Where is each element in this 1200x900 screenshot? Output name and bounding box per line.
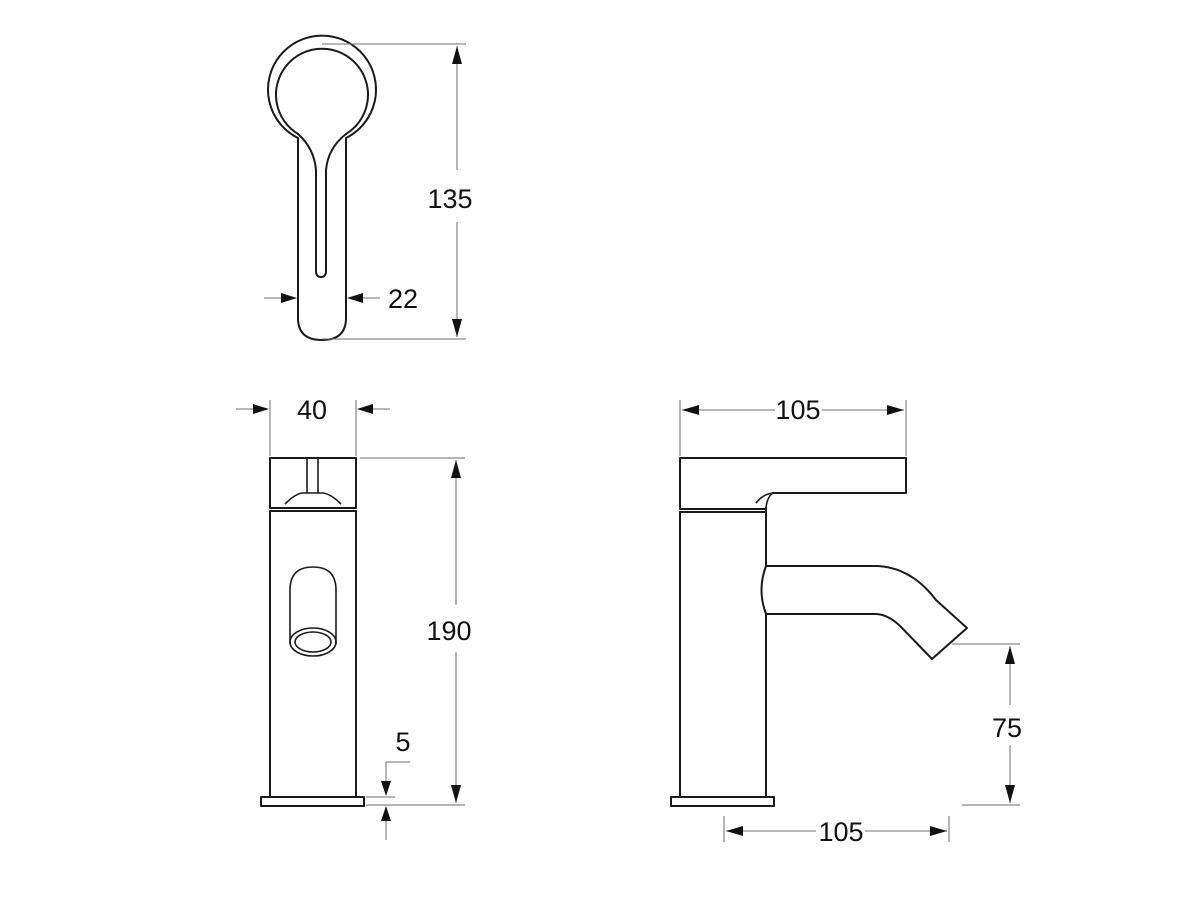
front-outlet-body — [289, 566, 337, 644]
dim-label-22: 22 — [388, 284, 418, 314]
dim-label-40: 40 — [297, 395, 327, 425]
dim-label-5: 5 — [395, 727, 410, 757]
dim-label-135: 135 — [427, 184, 472, 214]
arrow-up-icon — [1005, 646, 1015, 664]
dim-label-190: 190 — [426, 616, 471, 646]
side-base-plate — [670, 796, 775, 807]
arrow-left-icon — [347, 293, 363, 303]
arrow-right-icon — [887, 405, 904, 415]
side-handle-lever — [679, 457, 907, 509]
front-view: 40 190 5 — [236, 395, 472, 840]
arrow-up-icon — [451, 460, 461, 478]
arrow-right-icon — [253, 404, 269, 414]
side-spout — [760, 565, 968, 660]
arrow-right-icon — [930, 826, 947, 836]
top-view-inner-ring — [275, 47, 369, 135]
front-lever-base — [284, 492, 342, 505]
arrow-down-icon — [1005, 785, 1015, 803]
top-view-slot — [297, 133, 347, 278]
side-view: 105 75 105 — [670, 395, 1022, 847]
top-view-outline — [267, 34, 377, 341]
front-outlet-aerator — [294, 631, 332, 653]
top-view: 135 22 — [264, 34, 473, 341]
dim-label-105-bottom: 105 — [818, 817, 863, 847]
arrow-up-icon — [452, 46, 462, 64]
dim-label-105-top: 105 — [775, 395, 820, 425]
arrow-right-icon — [281, 293, 297, 303]
arrow-down-icon — [451, 785, 461, 803]
arrow-up-icon — [381, 806, 391, 821]
arrow-down-icon — [452, 319, 462, 337]
arrow-left-icon — [726, 826, 743, 836]
arrow-down-icon — [381, 781, 391, 796]
side-handle-curl — [755, 492, 774, 509]
front-outlet-rim — [289, 627, 337, 657]
front-base-plate — [260, 796, 365, 807]
front-handle-block — [269, 457, 357, 509]
arrow-left-icon — [682, 405, 699, 415]
arrow-left-icon — [357, 404, 373, 414]
dim-label-75: 75 — [992, 713, 1022, 743]
